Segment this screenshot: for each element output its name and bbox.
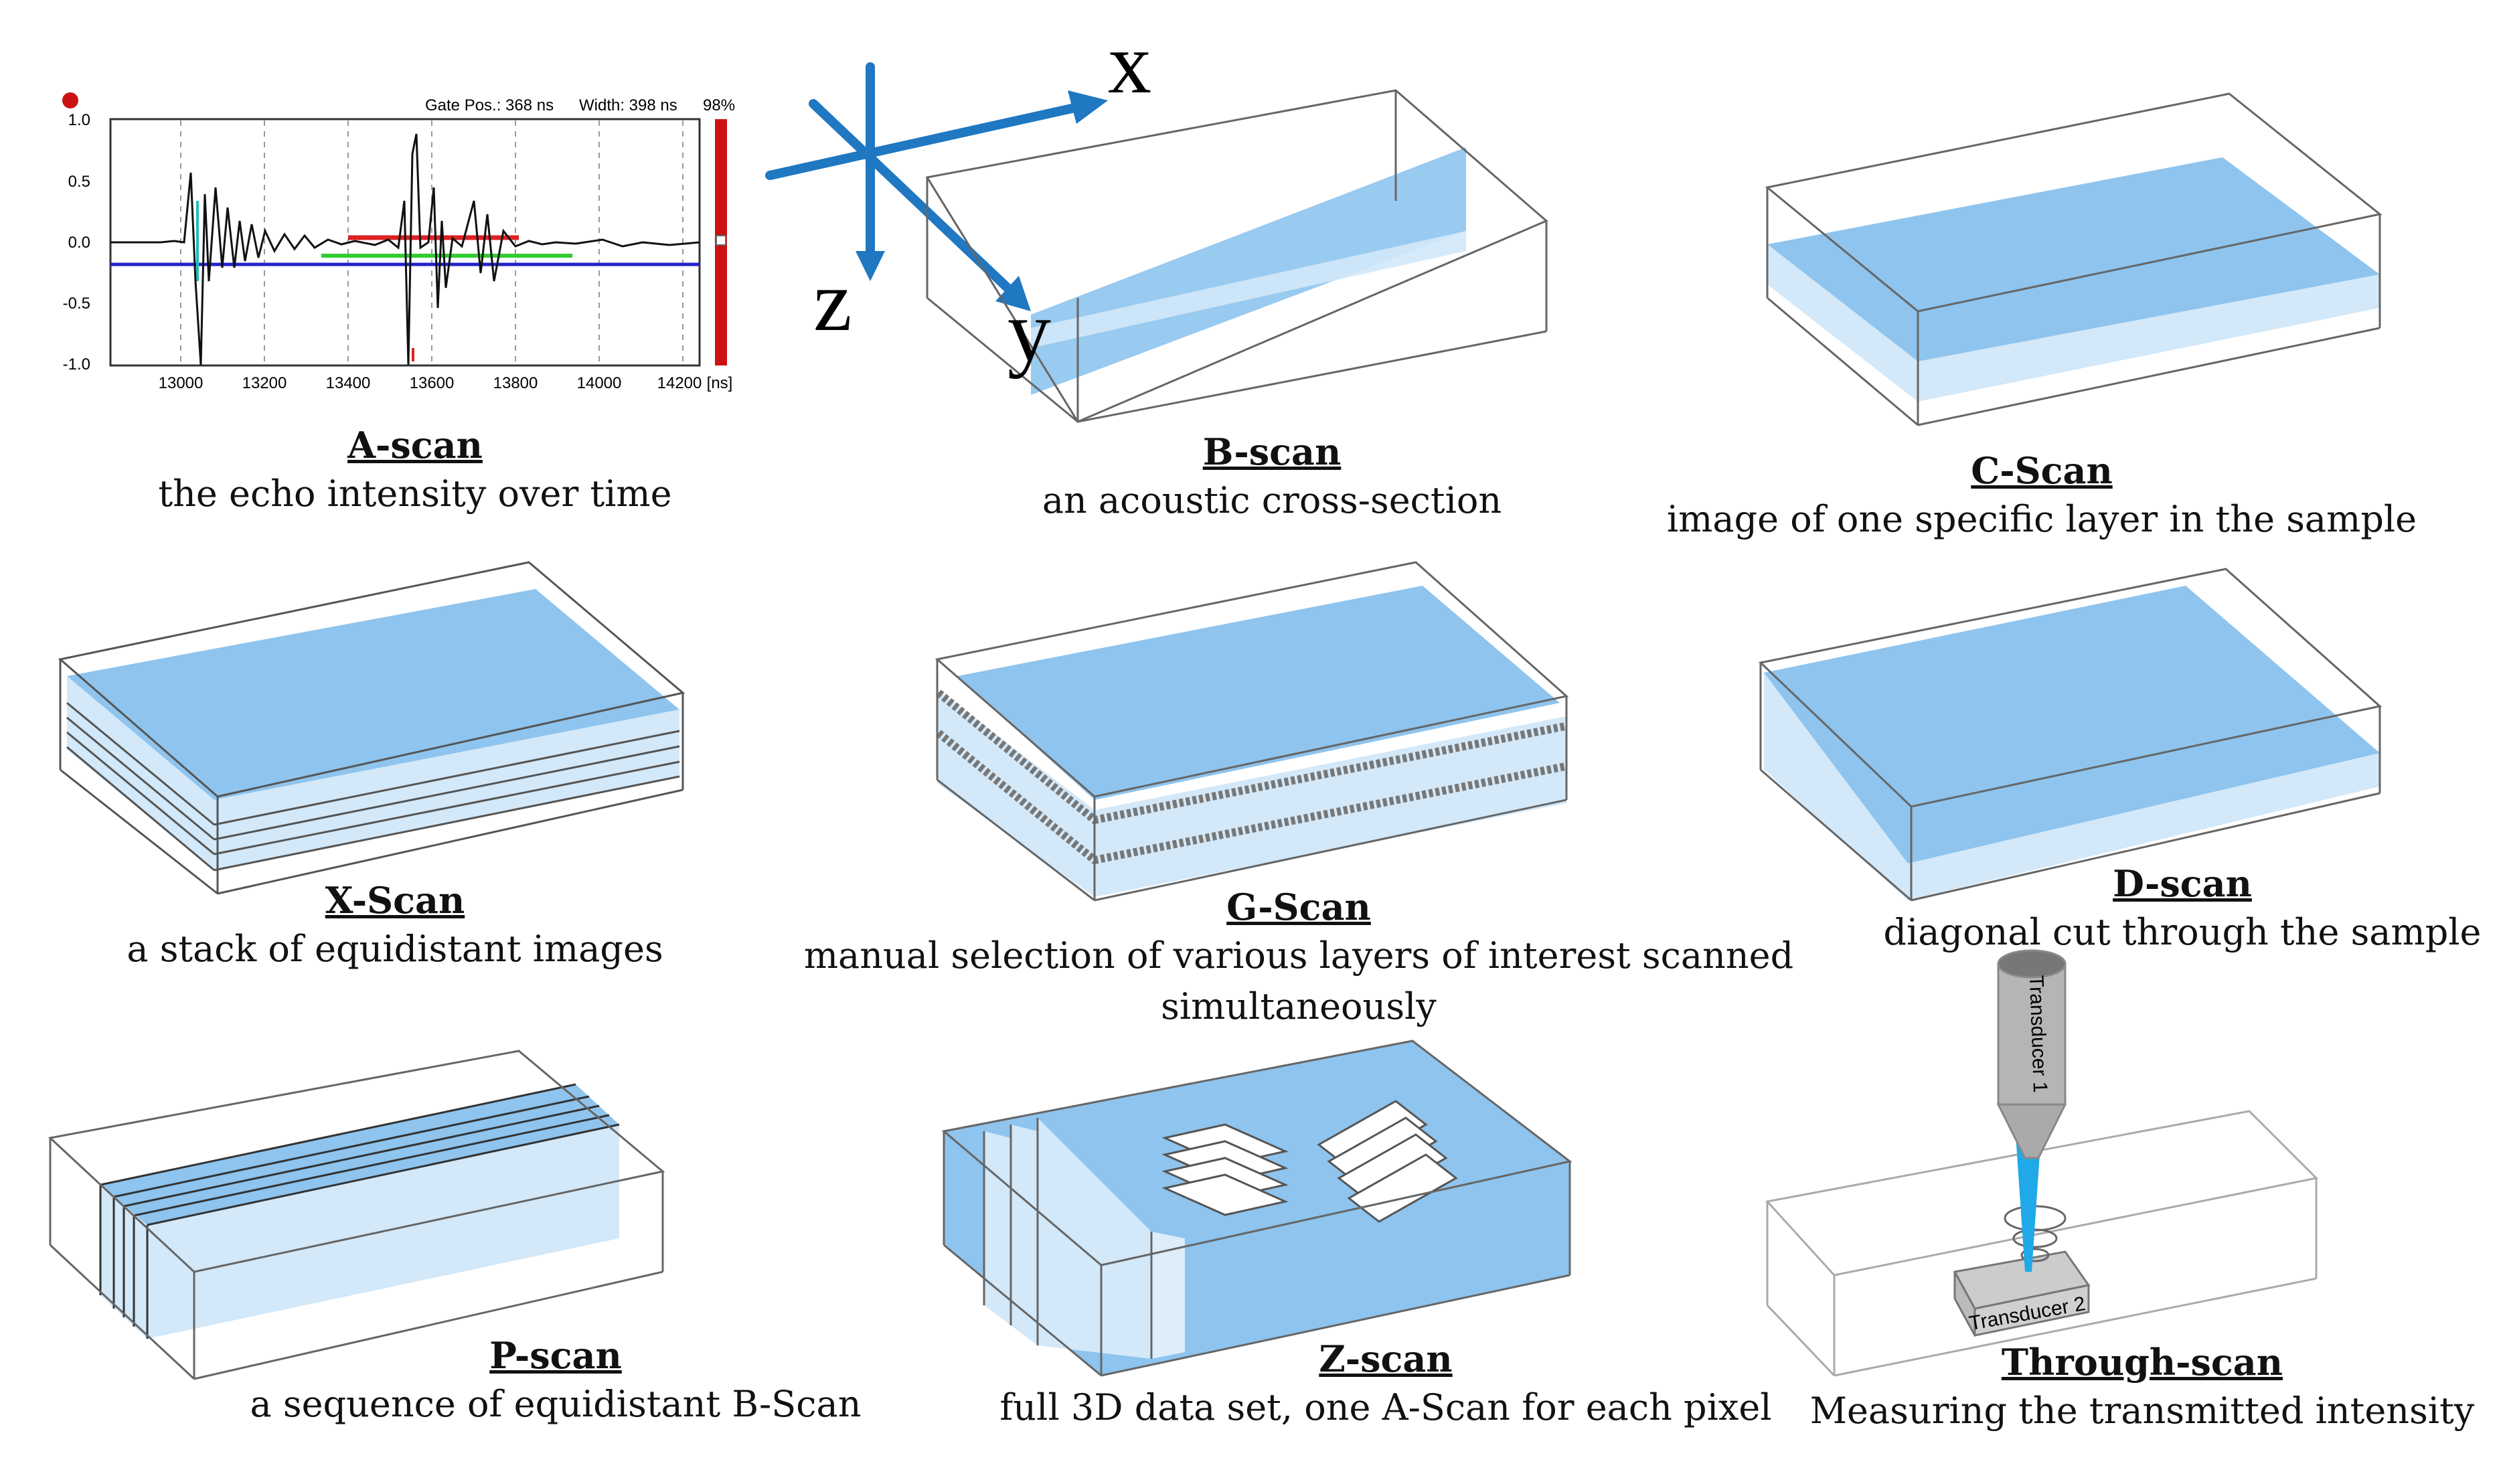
caption-title: G-Scan — [1226, 886, 1371, 928]
x-unit: [ns] — [707, 374, 733, 392]
x-tick: 13400 — [326, 374, 371, 392]
caption-title: X-Scan — [325, 879, 465, 922]
record-dot-icon — [62, 92, 78, 108]
x-tick: 13800 — [493, 374, 538, 392]
caption-p-scan: P-scan a sequence of equidistant B-Scan — [241, 1332, 870, 1430]
caption-title: Through-scan — [2001, 1341, 2283, 1384]
d-scan-box — [1758, 568, 2382, 902]
caption-title: A-scan — [347, 424, 483, 467]
x-tick: 13200 — [242, 374, 287, 392]
ascan-plot: 1.0 0.5 0.0 -0.5 -1.0 13000 13200 13400 … — [62, 92, 735, 392]
caption-line: manual selection of various layers of in… — [803, 934, 1794, 977]
through-scan-illustration: Transducer 2 Transducer 1 — [1765, 949, 2319, 1377]
g-scan-box — [935, 561, 1569, 902]
caption-title: P-scan — [489, 1334, 622, 1377]
caption-line: an acoustic cross-section — [1042, 479, 1502, 521]
transducer-1-label: Transducer 1 — [2025, 975, 2051, 1093]
caption-c-scan: C-Scan image of one specific layer in th… — [1647, 447, 2437, 545]
caption-g-scan: G-Scan manual selection of various layer… — [777, 884, 1821, 1032]
x-tick: 13600 — [410, 374, 455, 392]
p-scan-box — [48, 1050, 665, 1380]
y-tick: -0.5 — [63, 295, 90, 313]
gate-pos-label: Gate Pos.: 368 ns — [425, 96, 554, 114]
x-axis-label: x — [1108, 15, 1151, 112]
caption-title: C-Scan — [1971, 449, 2113, 492]
x-tick: 13000 — [159, 374, 204, 392]
transducer-1-body — [1997, 963, 2067, 1106]
caption-line: simultaneously — [1161, 985, 1437, 1027]
x-arrowhead — [1068, 90, 1108, 124]
z-axis-label: z — [813, 253, 852, 349]
width-label: Width: 398 ns — [579, 96, 677, 114]
caption-line: diagonal cut through the sample — [1883, 911, 2482, 953]
b-scan-box — [925, 89, 1548, 423]
x-tick: 14200 — [657, 374, 702, 392]
caption-z-scan: Z-scan full 3D data set, one A-Scan for … — [977, 1335, 1794, 1433]
xyz-axes — [765, 62, 1082, 293]
caption-line: full 3D data set, one A-Scan for each pi… — [999, 1386, 1772, 1428]
x-scan-box — [58, 561, 685, 895]
caption-title: D-scan — [2113, 862, 2252, 905]
caption-line: Measuring the transmitted intensity — [1809, 1390, 2475, 1432]
caption-line: a stack of equidistant images — [127, 928, 663, 970]
caption-line: image of one specific layer in the sampl… — [1666, 498, 2417, 540]
caption-x-scan: X-Scan a stack of equidistant images — [67, 877, 723, 975]
caption-title: B-scan — [1202, 430, 1342, 473]
y-tick: 1.0 — [68, 111, 90, 129]
ultrasound-beam — [2015, 1125, 2042, 1272]
c-scan-box — [1765, 92, 2382, 426]
caption-b-scan: B-scan an acoustic cross-section — [971, 428, 1573, 526]
caption-line: the echo intensity over time — [158, 473, 672, 515]
caption-through-scan: Through-scan Measuring the transmitted i… — [1807, 1339, 2477, 1436]
z-scan-box — [941, 1040, 1572, 1377]
z-arrowhead — [856, 251, 885, 281]
caption-line: a sequence of equidistant B-Scan — [250, 1383, 862, 1425]
y-tick: 0.0 — [68, 234, 90, 252]
gate-bar-thumb — [716, 235, 726, 246]
y-axis-label: y — [1007, 283, 1051, 380]
caption-a-scan: A-scan the echo intensity over time — [107, 422, 723, 519]
percent-label: 98% — [703, 96, 735, 114]
ascan-waveform — [110, 133, 700, 365]
x-tick: 14000 — [577, 374, 622, 392]
y-tick: 0.5 — [68, 173, 90, 191]
caption-d-scan: D-scan diagonal cut through the sample — [1868, 860, 2497, 958]
y-tick: -1.0 — [63, 355, 90, 374]
caption-title: Z-scan — [1319, 1337, 1453, 1380]
